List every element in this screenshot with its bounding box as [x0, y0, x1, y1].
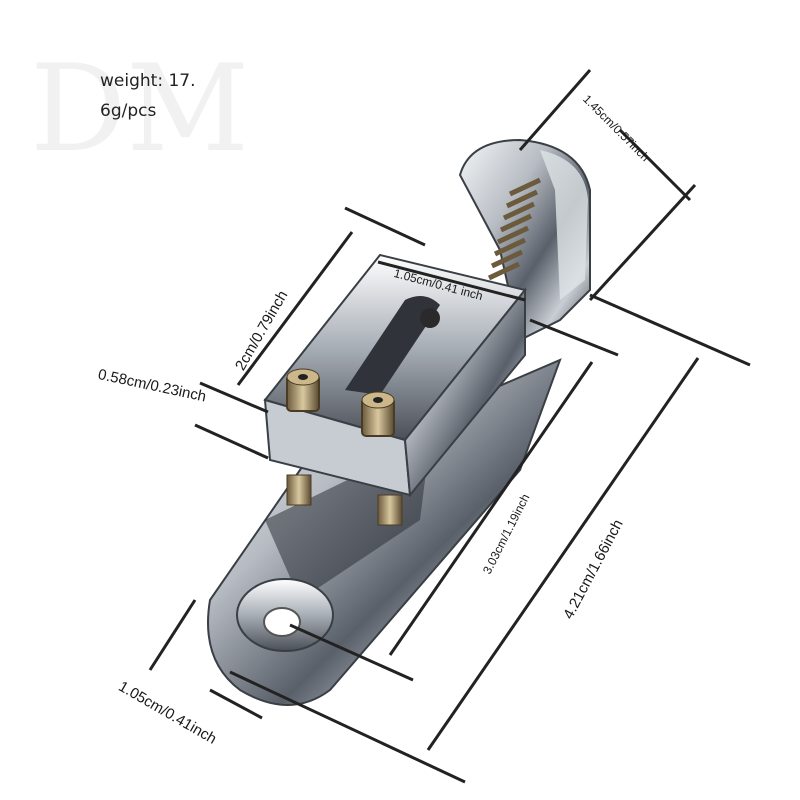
dimension-lines — [148, 69, 751, 784]
svg-text:DM: DM — [30, 40, 249, 179]
height-screws — [286, 368, 403, 526]
weight-line-1: weight: 17. — [100, 71, 196, 91]
saddle-block — [263, 253, 527, 498]
weight-label: weight: 17. 6g/pcs — [100, 66, 195, 126]
weight-line-2: 6g/pcs — [100, 101, 157, 121]
spring — [487, 177, 542, 281]
